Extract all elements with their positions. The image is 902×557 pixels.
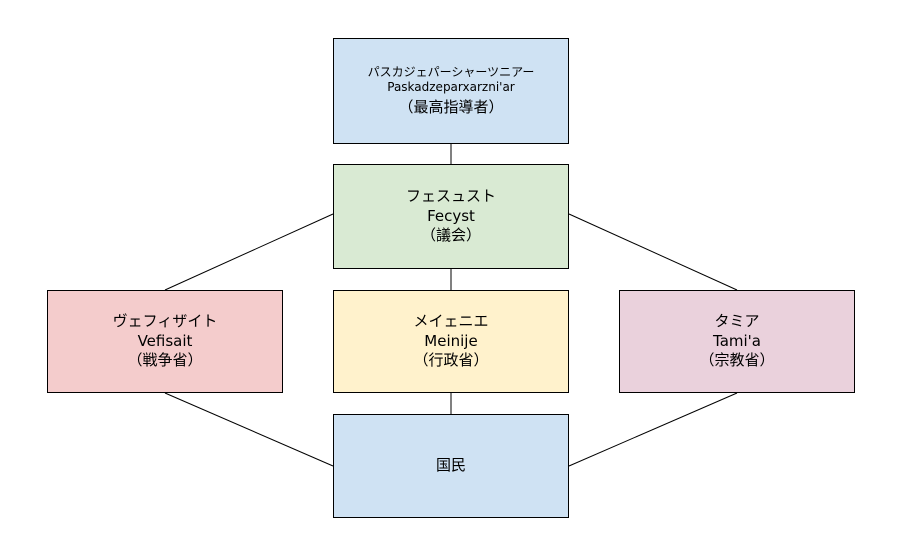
node-jp-name: パスカジェパーシャーツニアー <box>367 64 535 79</box>
node-role: （宗教省） <box>699 351 775 370</box>
node-council: フェスュスト Fecyst （議会） <box>333 164 569 269</box>
edge-council-religion <box>568 213 738 291</box>
node-latin-name: Tami'a <box>713 331 761 350</box>
node-religion-ministry: タミア Tami'a （宗教省） <box>619 290 855 393</box>
node-jp-name: タミア <box>714 312 760 331</box>
node-latin-name: Paskadzeparxarzni'ar <box>387 80 515 95</box>
node-role: （行政省） <box>413 351 489 370</box>
edge-religion-people <box>568 392 738 467</box>
node-jp-name: ヴェフィザイト <box>112 312 218 331</box>
node-label: 国民 <box>435 456 466 475</box>
node-role: （最高指導者） <box>398 97 504 116</box>
node-war-ministry: ヴェフィザイト Vefisait （戦争省） <box>47 290 283 393</box>
node-people: 国民 <box>333 414 569 518</box>
edge-council-war <box>164 213 334 291</box>
node-role: （戦争省） <box>127 351 203 370</box>
node-role: （議会） <box>420 226 481 245</box>
node-supreme-leader: パスカジェパーシャーツニアー Paskadzeparxarzni'ar （最高指… <box>333 38 569 144</box>
node-latin-name: Vefisait <box>137 331 193 350</box>
node-admin-ministry: メイェニエ Meinije （行政省） <box>333 290 569 393</box>
node-latin-name: Fecyst <box>427 206 475 225</box>
node-jp-name: フェスュスト <box>405 187 496 206</box>
node-jp-name: メイェニエ <box>413 312 489 331</box>
edge-war-people <box>164 392 334 467</box>
node-latin-name: Meinije <box>424 331 478 350</box>
